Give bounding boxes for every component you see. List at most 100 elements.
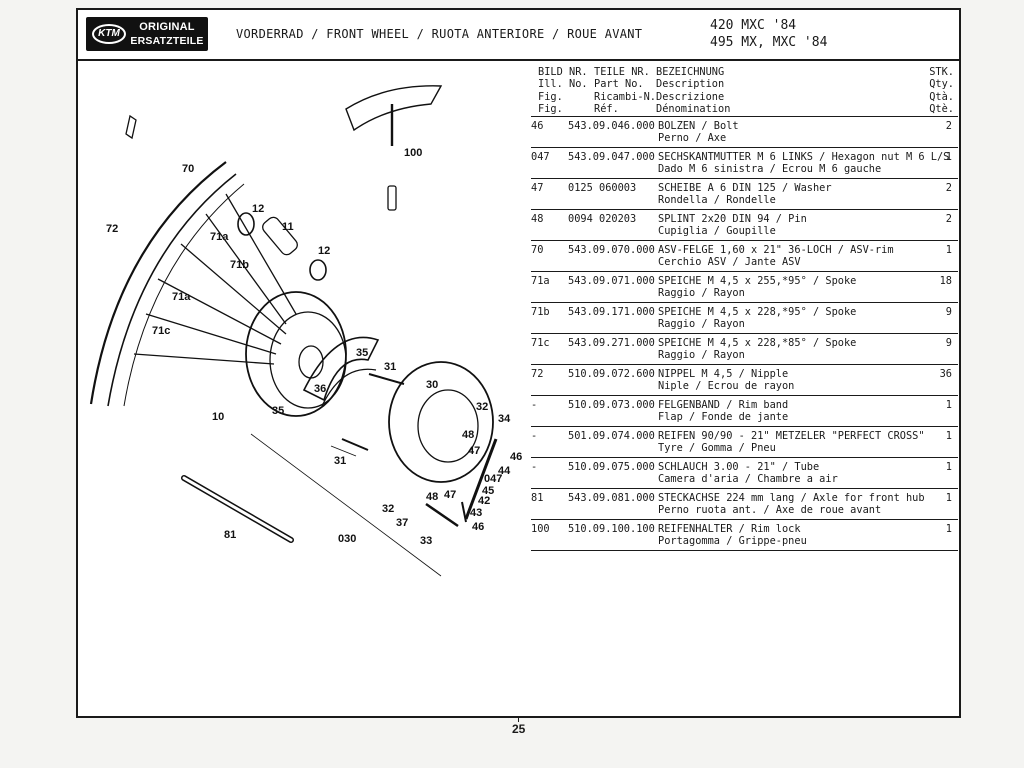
row-fig: 46 (531, 120, 544, 132)
hub-body (269, 311, 347, 409)
callout-label: 35 (272, 405, 284, 417)
row-qty: 1 (945, 523, 952, 535)
logo-line-2: ERSATZTEILE (130, 35, 204, 47)
row-qty: 2 (945, 120, 952, 132)
row-description: FELGENBAND / Rim band (658, 399, 789, 411)
axle-core (182, 476, 293, 542)
rim-lock (345, 85, 443, 132)
rim-inner (107, 173, 237, 407)
callout-labels: 70 72 71a 71b 71a 71c 12 11 12 100 10 35… (106, 147, 522, 547)
model-line: 495 MX, MXC '84 (710, 35, 828, 50)
row-fig: 71c (531, 337, 550, 349)
callout-label: 45 (482, 485, 494, 497)
ktm-logo: KTM ORIGINAL ERSATZTEILE (86, 17, 208, 51)
spoke (205, 213, 287, 325)
header-part-no: TEILE NR. Part No. Ricambi-N. Réf. (594, 66, 656, 116)
callout-label: 12 (252, 203, 264, 215)
exploded-wheel-diagram: 70 72 71a 71b 71a 71c 12 11 12 100 10 35… (89, 85, 522, 577)
rim-lock-sleeve (387, 185, 397, 211)
callout-label: 10 (212, 411, 224, 423)
page-number: 25 (512, 722, 526, 736)
row-qty: 2 (945, 213, 952, 225)
row-description: SCHEIBE A 6 DIN 125 / Washer (658, 182, 832, 194)
row-fig: 70 (531, 244, 544, 256)
row-part-no: 543.09.271.000 (568, 337, 655, 349)
row-description-translation: Rondella / Rondelle (658, 194, 776, 206)
leader-line (250, 433, 442, 577)
row-description: NIPPEL M 4,5 / Nipple (658, 368, 789, 380)
hub-center (298, 345, 324, 379)
spoke (180, 243, 287, 335)
row-fig: 48 (531, 213, 544, 225)
row-qty: 2 (945, 182, 952, 194)
parts-table: BILD NR. Ill. No. Fig. Fig. TEILE NR. Pa… (531, 64, 958, 551)
row-qty: 9 (945, 306, 952, 318)
row-description: REIFENHALTER / Rim lock (658, 523, 801, 535)
callout-label: 81 (224, 529, 236, 541)
callout-label: 11 (282, 221, 294, 233)
brake-lever (464, 438, 498, 520)
row-description-translation: Tyre / Gomma / Pneu (658, 442, 776, 454)
callout-label: 33 (420, 535, 432, 547)
callout-label: 36 (314, 383, 326, 395)
row-fig: 72 (531, 368, 544, 380)
spacer-tube (262, 216, 298, 256)
row-description: SPEICHE M 4,5 x 255,*95° / Spoke (658, 275, 857, 287)
brake-plate-inner (417, 389, 479, 463)
parts-page: KTM ORIGINAL ERSATZTEILE VORDERRAD / FRO… (76, 8, 961, 718)
row-part-no: 0094 020203 (568, 213, 637, 225)
bearing (237, 212, 255, 236)
callout-label: 71b (230, 259, 249, 271)
row-qty: 1 (945, 399, 952, 411)
row-part-no: 501.09.074.000 (568, 430, 655, 442)
row-description: STECKACHSE 224 mm lang / Axle for front … (658, 492, 925, 504)
row-part-no: 510.09.072.600 (568, 368, 655, 380)
row-part-no: 543.09.047.000 (568, 151, 655, 163)
row-description: SPEICHE M 4,5 x 228,*95° / Spoke (658, 306, 857, 318)
callout-label: 12 (318, 245, 330, 257)
row-description-translation: Camera d'aria / Chambre a air (658, 473, 838, 485)
row-description-translation: Perno / Axe (658, 132, 727, 144)
header-qty: STK. Qty. Qtà. Qtè. (929, 66, 954, 116)
callout-label: 100 (404, 147, 422, 159)
spoke (145, 313, 277, 355)
bolt (368, 373, 405, 385)
row-description-translation: Flap / Fonde de jante (658, 411, 789, 423)
row-qty: 1 (945, 244, 952, 256)
row-description-translation: Cupiglia / Goupille (658, 225, 776, 237)
bolt (341, 438, 369, 451)
row-description: SPLINT 2x20 DIN 94 / Pin (658, 213, 807, 225)
page-tick (518, 716, 519, 722)
callout-label: 46 (472, 521, 484, 533)
row-fig: 81 (531, 492, 544, 504)
row-qty: 36 (939, 368, 952, 380)
callout-label: 43 (470, 507, 482, 519)
row-part-no: 543.09.081.000 (568, 492, 655, 504)
model-line: 420 MXC '84 (710, 18, 797, 33)
callout-label: 48 (426, 491, 438, 503)
model-list: 420 MXC '84 495 MX, MXC '84 (710, 17, 827, 51)
row-description-translation: Dado M 6 sinistra / Ecrou M 6 gauche (658, 163, 882, 175)
row-description-translation: Niple / Ecrou de rayon (658, 380, 795, 392)
brake-rod (461, 501, 467, 523)
table-header: BILD NR. Ill. No. Fig. Fig. TEILE NR. Pa… (531, 64, 958, 117)
callout-label: 35 (356, 347, 368, 359)
spoke (133, 353, 275, 365)
callout-label: 71a (210, 231, 229, 243)
row-qty: 1 (945, 492, 952, 504)
row-part-no: 543.09.071.000 (568, 275, 655, 287)
callout-label: 70 (182, 163, 194, 175)
header-divider (78, 59, 959, 61)
row-part-no: 543.09.046.000 (568, 120, 655, 132)
callout-label: 71a (172, 291, 191, 303)
callout-label: 72 (106, 223, 118, 235)
